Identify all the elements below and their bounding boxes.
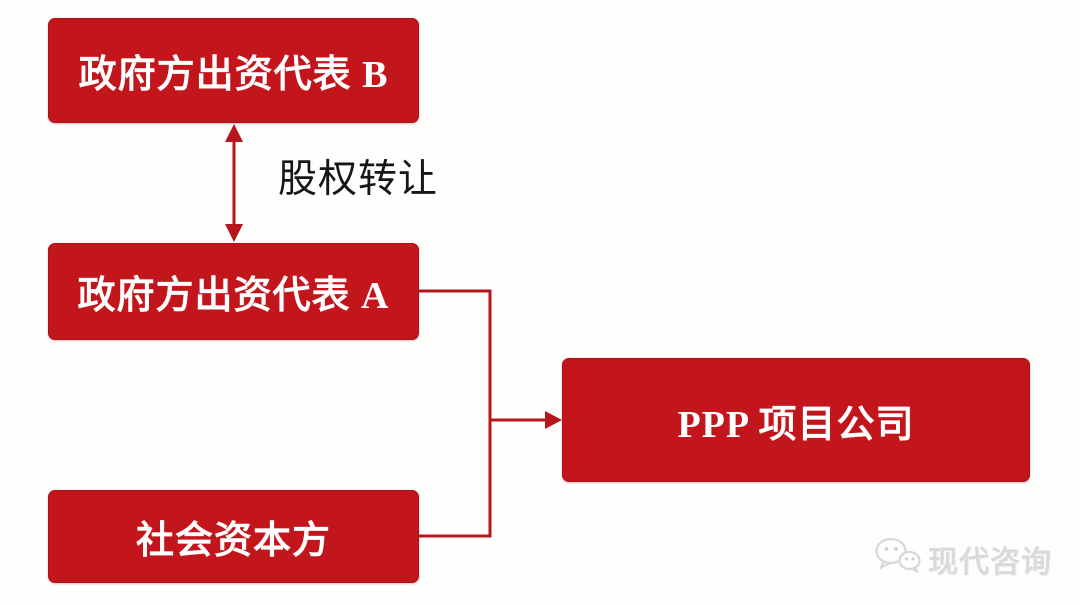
box-label: 政府方出资代表 B <box>78 54 389 96</box>
box-government-representative-b: 政府方出资代表 B <box>48 18 419 123</box>
ownership-connector <box>419 289 562 538</box>
equity-transfer-double-arrow <box>225 124 243 242</box>
equity-transfer-label: 股权转让 <box>278 158 439 201</box>
watermark-text: 现代咨询 <box>928 545 1052 579</box>
arrowhead-icon <box>545 411 562 429</box>
box-ppp-project-company: PPP 项目公司 <box>562 358 1030 482</box>
box-label: PPP 项目公司 <box>677 403 915 446</box>
box-government-representative-a: 政府方出资代表 A <box>48 243 419 340</box>
wechat-icon <box>874 536 922 581</box>
box-label: 社会资本方 <box>135 520 331 562</box>
box-label: 政府方出资代表 A <box>77 275 390 317</box>
watermark: 现代咨询 <box>874 536 1052 581</box>
box-social-capital-party: 社会资本方 <box>48 490 419 583</box>
